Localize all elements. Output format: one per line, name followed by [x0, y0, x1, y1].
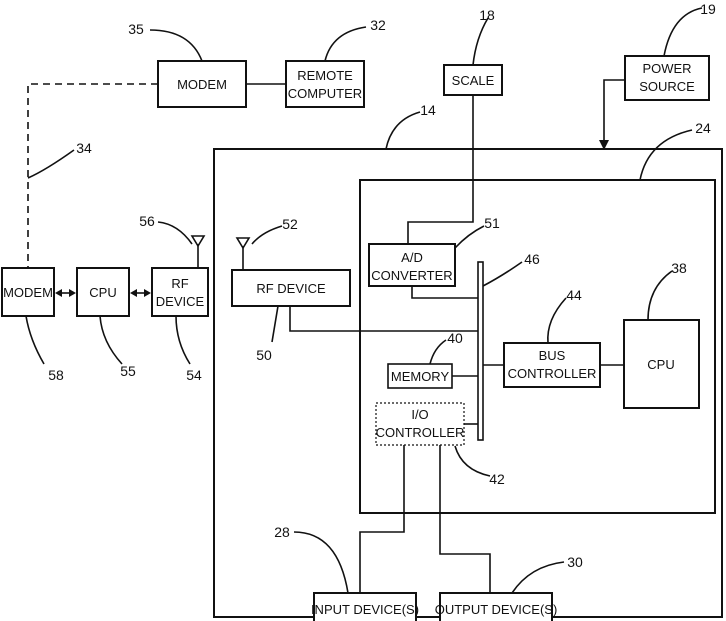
ref-32: 32 [370, 17, 386, 33]
input-devices-label: INPUT DEVICE(S) [311, 602, 419, 617]
cpu-inner-label: CPU [647, 357, 674, 372]
modem-cpu-arrowhead-right [69, 289, 76, 297]
system-bus [478, 262, 483, 440]
power-line [604, 80, 625, 145]
bus-controller-label-1: BUS [539, 348, 566, 363]
rf-device-left-label-1: RF [171, 276, 188, 291]
ref-54: 54 [186, 367, 202, 383]
antenna-left-icon [192, 236, 204, 268]
ref-34: 34 [76, 140, 92, 156]
modem-left-label: MODEM [3, 285, 53, 300]
ref-19: 19 [700, 1, 716, 17]
scale-label: SCALE [452, 73, 495, 88]
cpu-left-label: CPU [89, 285, 116, 300]
ref-42: 42 [489, 471, 505, 487]
cpu-rf-arrowhead-right [144, 289, 151, 297]
bus-controller-label-2: CONTROLLER [508, 366, 597, 381]
power-source-label-2: SOURCE [639, 79, 695, 94]
ref-35: 35 [128, 21, 144, 37]
ref-24: 24 [695, 120, 711, 136]
ref-30: 30 [567, 554, 583, 570]
ad-converter-label-2: CONVERTER [371, 268, 452, 283]
ref-28: 28 [274, 524, 290, 540]
ref-50: 50 [256, 347, 272, 363]
memory-label: MEMORY [391, 369, 450, 384]
modem-cpu-arrowhead-left [55, 289, 62, 297]
rf-device-left-label-2: DEVICE [156, 294, 205, 309]
io-controller-label-1: I/O [411, 407, 428, 422]
dashed-link-34 [28, 84, 158, 268]
ref-56: 56 [139, 213, 155, 229]
ref-52: 52 [282, 216, 298, 232]
io-controller-label-2: CONTROLLER [376, 425, 465, 440]
ref-38: 38 [671, 260, 687, 276]
cpu-rf-arrowhead-left [130, 289, 137, 297]
ref-14: 14 [420, 102, 436, 118]
output-devices-label: OUTPUT DEVICE(S) [435, 602, 558, 617]
remote-computer-label-2: COMPUTER [288, 86, 362, 101]
ref-40: 40 [447, 330, 463, 346]
remote-computer-label-1: REMOTE [297, 68, 353, 83]
ref-51: 51 [484, 215, 500, 231]
modem-top-label: MODEM [177, 77, 227, 92]
power-source-label-1: POWER [642, 61, 691, 76]
ref-58: 58 [48, 367, 64, 383]
ref-46: 46 [524, 251, 540, 267]
ref-18: 18 [479, 7, 495, 23]
rf-device-inner-label: RF DEVICE [256, 281, 326, 296]
ref-44: 44 [566, 287, 582, 303]
ref-55: 55 [120, 363, 136, 379]
ad-converter-label-1: A/D [401, 250, 423, 265]
